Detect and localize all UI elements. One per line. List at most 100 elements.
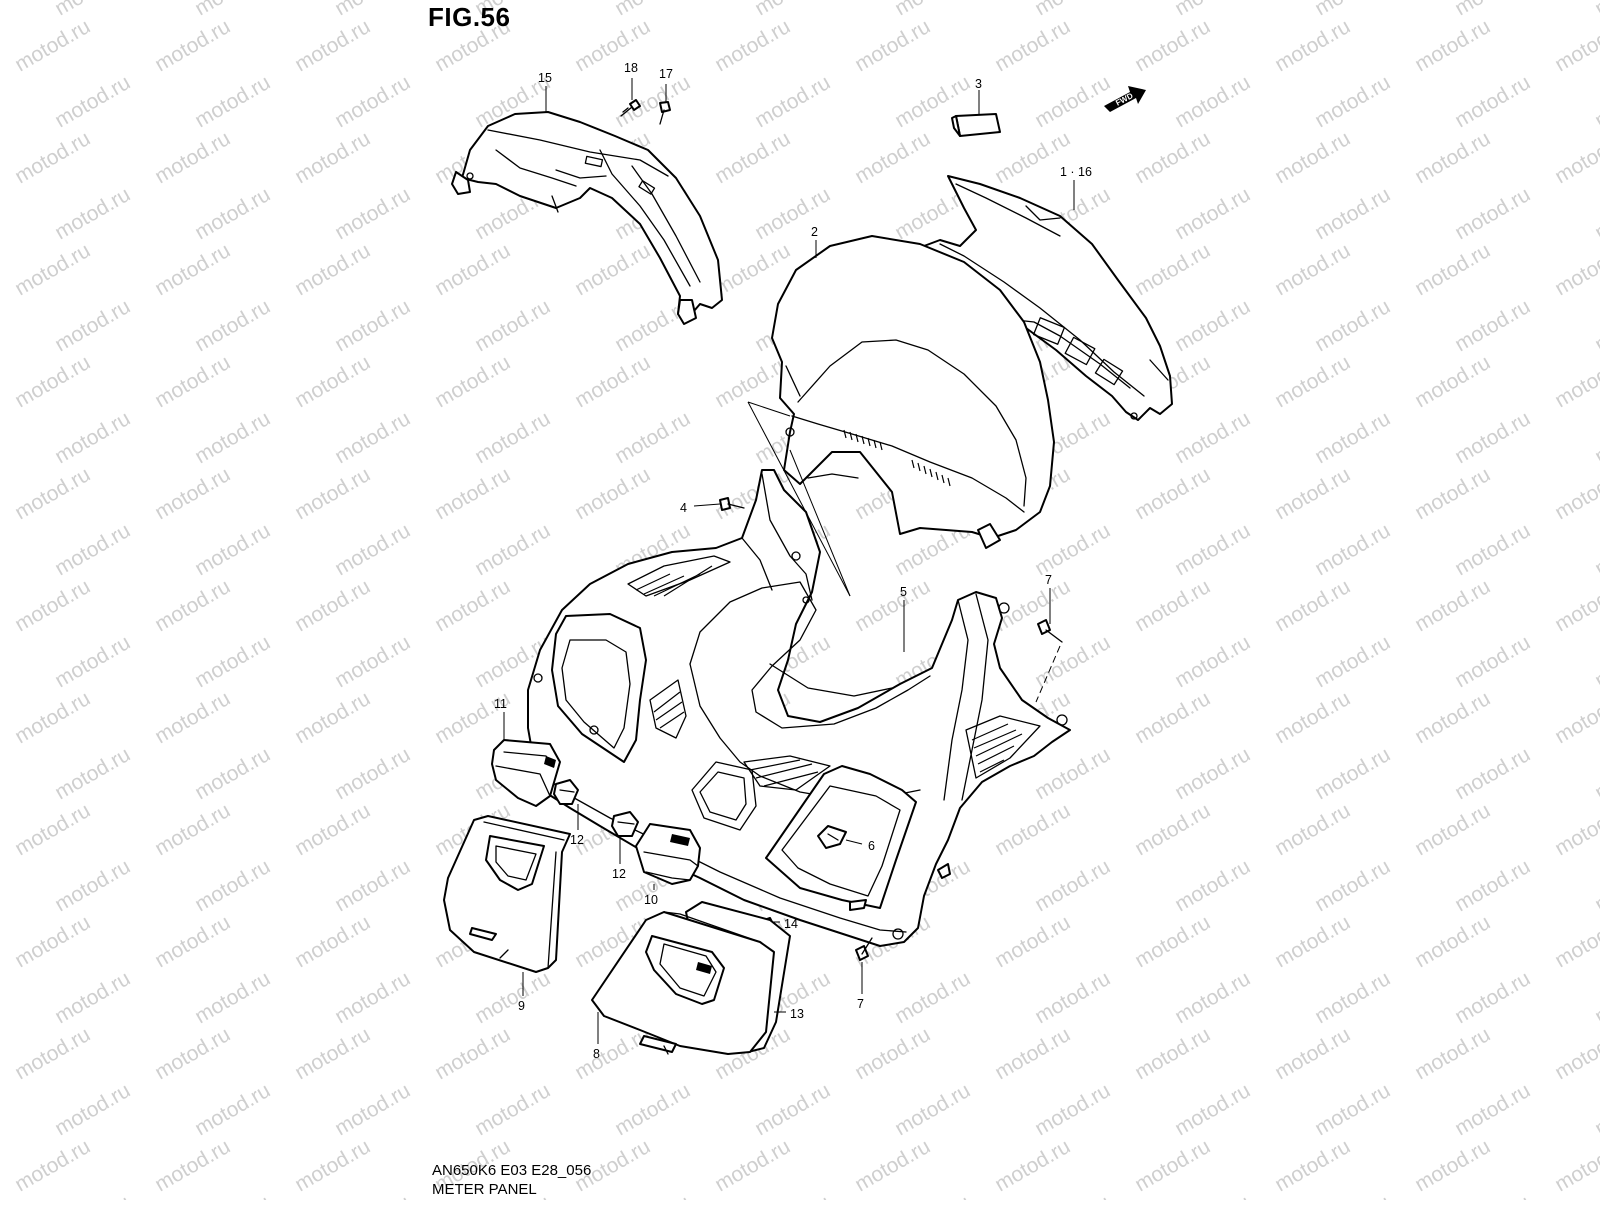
- watermark-text: motod.ru: [1411, 1135, 1494, 1196]
- watermark-text: motod.ru: [991, 127, 1074, 188]
- watermark-text: motod.ru: [1171, 855, 1254, 916]
- figure-name: METER PANEL: [432, 1181, 537, 1198]
- watermark-text: motod.ru: [11, 463, 94, 524]
- watermark-text: motod.ru: [1411, 575, 1494, 636]
- watermark-text: motod.ru: [191, 855, 274, 916]
- watermark-text: motod.ru: [151, 1023, 234, 1084]
- watermark-text: motod.ru: [1451, 855, 1534, 916]
- watermark-text: motod.ru: [1131, 463, 1214, 524]
- callout-12b: 12: [612, 867, 626, 881]
- watermark-text: motod.ru: [1411, 239, 1494, 300]
- watermark-text: motod.ru: [431, 239, 514, 300]
- watermark-text: motod.ru: [11, 687, 94, 748]
- watermark-text: motod.ru: [1171, 519, 1254, 580]
- watermark-text: motod.ru: [1271, 687, 1354, 748]
- watermark-text: motod.ru: [471, 1079, 554, 1140]
- watermark-text: motod.ru: [1411, 687, 1494, 748]
- watermark-text: motod.ru: [291, 911, 374, 972]
- watermark-text: motod.ru: [1591, 407, 1600, 468]
- figure-title: FIG.56: [428, 2, 511, 32]
- watermark-text: motod.ru: [191, 407, 274, 468]
- watermark-text: motod.ru: [1271, 799, 1354, 860]
- callout-7-lower: 7: [857, 997, 864, 1011]
- watermark-text: motod.ru: [571, 239, 654, 300]
- watermark-text: motod.ru: [1551, 463, 1600, 524]
- callout-labels: 15 18 17 3 1 · 16 2 4 5 7 11 12 12 6 10 …: [494, 61, 1092, 1061]
- part-15-upper-cover: [451, 111, 723, 325]
- watermark-text: motod.ru: [1311, 1191, 1394, 1200]
- watermark-text: motod.ru: [611, 0, 694, 20]
- watermark-text: motod.ru: [1411, 911, 1494, 972]
- watermark-text: motod.ru: [1451, 1191, 1534, 1200]
- watermark-text: motod.ru: [1171, 71, 1254, 132]
- watermark-text: motod.ru: [1031, 1191, 1114, 1200]
- watermark-text: motod.ru: [1451, 183, 1534, 244]
- watermark-text: motod.ru: [1031, 1079, 1114, 1140]
- watermark-text: motod.ru: [711, 15, 794, 76]
- callout-4: 4: [680, 501, 687, 515]
- watermark-text: motod.ru: [151, 1135, 234, 1196]
- watermark-text: motod.ru: [1551, 239, 1600, 300]
- watermark-text: motod.ru: [291, 799, 374, 860]
- watermark-text: motod.ru: [1591, 743, 1600, 804]
- leader-lines: [503, 78, 1075, 1044]
- watermark-text: motod.ru: [611, 1079, 694, 1140]
- watermark-text: motod.ru: [891, 0, 974, 20]
- watermark-text: motod.ru: [1451, 1079, 1534, 1140]
- watermark-text: motod.ru: [1131, 239, 1214, 300]
- watermark-text: motod.ru: [1311, 0, 1394, 20]
- watermark-text: motod.ru: [1131, 687, 1214, 748]
- watermark-text: motod.ru: [151, 15, 234, 76]
- watermark-text: motod.ru: [291, 575, 374, 636]
- callout-12a: 12: [570, 833, 584, 847]
- watermark-text: motod.ru: [151, 463, 234, 524]
- part-1-16-front-cover: [923, 175, 1173, 421]
- watermark-text: motod.ru: [1271, 911, 1354, 972]
- watermark-text: motod.ru: [431, 351, 514, 412]
- watermark-text: motod.ru: [51, 519, 134, 580]
- watermark-text: motod.ru: [1171, 967, 1254, 1028]
- watermark-text: motod.ru: [571, 15, 654, 76]
- watermark-text: motod.ru: [611, 71, 694, 132]
- watermark-text: motod.ru: [331, 743, 414, 804]
- watermark-text: motod.ru: [291, 463, 374, 524]
- watermark-text: motod.ru: [471, 519, 554, 580]
- watermark-text: motod.ru: [1551, 799, 1600, 860]
- watermark-text: motod.ru: [1271, 351, 1354, 412]
- watermark-text: motod.ru: [1311, 631, 1394, 692]
- watermark-text: motod.ru: [1171, 295, 1254, 356]
- part-11-lid: [491, 739, 561, 807]
- part-9-glovebox-door: [443, 815, 571, 973]
- screw-7-upper: [1037, 619, 1063, 643]
- watermark-text: motod.ru: [151, 127, 234, 188]
- watermark-text: motod.ru: [1551, 911, 1600, 972]
- screw-17: [659, 101, 671, 125]
- screw-4: [719, 497, 745, 511]
- watermark-text: motod.ru: [1271, 1135, 1354, 1196]
- watermark-text: motod.ru: [1311, 743, 1394, 804]
- watermark-text: motod.ru: [1551, 351, 1600, 412]
- watermark-text: motod.ru: [991, 911, 1074, 972]
- watermark-text: motod.ru: [1271, 239, 1354, 300]
- watermark-text: motod.ru: [1271, 1023, 1354, 1084]
- watermark-text: motod.ru: [11, 351, 94, 412]
- watermark-text: motod.ru: [11, 1023, 94, 1084]
- watermark-text: motod.ru: [1451, 631, 1534, 692]
- watermark-text: motod.ru: [431, 463, 514, 524]
- watermark-text: motod.ru: [291, 1023, 374, 1084]
- watermark-text: motod.ru: [1031, 71, 1114, 132]
- watermark-text: motod.ru: [1591, 1079, 1600, 1140]
- callout-10: 10: [644, 893, 658, 907]
- watermark-text: motod.ru: [191, 0, 274, 20]
- fastener-6: [817, 825, 847, 849]
- watermark-text: motod.ru: [1311, 407, 1394, 468]
- watermark-text: motod.ru: [331, 183, 414, 244]
- callout-5: 5: [900, 585, 907, 599]
- watermark-text: motod.ru: [51, 1191, 134, 1200]
- callout-11: 11: [494, 697, 507, 711]
- watermark-text: motod.ru: [191, 743, 274, 804]
- callout-8: 8: [593, 1047, 600, 1061]
- watermark-text: motod.ru: [51, 0, 134, 20]
- watermark-text: motod.ru: [11, 575, 94, 636]
